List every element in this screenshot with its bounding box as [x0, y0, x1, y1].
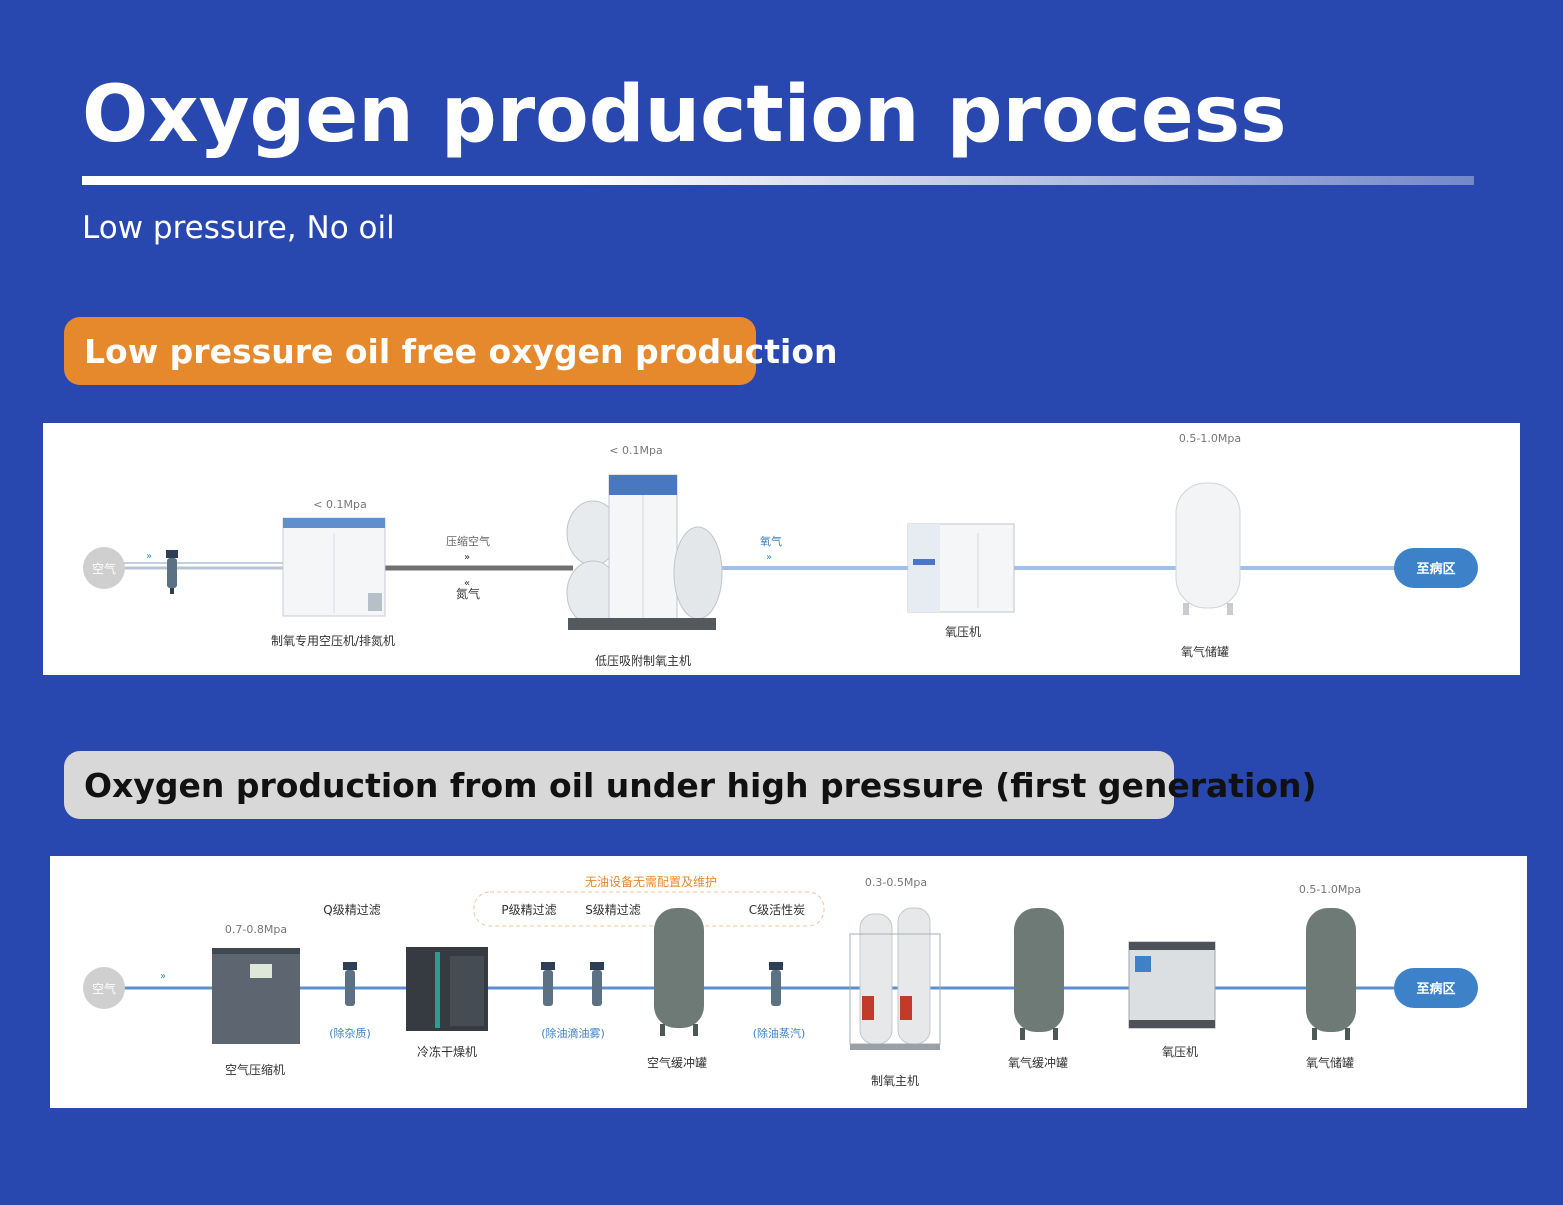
pressure-label: 0.5-1.0Mpa: [1179, 432, 1241, 445]
flow-diagram-1: 空气 » » « » < 0.1Mpa 制氧专用空压机/排氮机 压缩空气 氮气: [83, 432, 1478, 668]
flow-label-oxygen: 氧气: [760, 534, 782, 548]
page-subtitle: Low pressure, No oil: [82, 210, 395, 246]
pressure-label: 0.7-0.8Mpa: [225, 923, 287, 936]
dryer-icon: [406, 947, 488, 1031]
note-group: [473, 891, 825, 927]
oil-free-note: 无油设备无需配置及维护: [585, 875, 717, 889]
air-start-label: 空气: [92, 981, 116, 996]
title-underline: [82, 176, 1474, 185]
filter-label: C级活性炭: [749, 903, 805, 917]
arrow-icon: »: [464, 552, 470, 563]
equipment-label: 氧压机: [1162, 1045, 1198, 1059]
section-label-low-pressure: Low pressure oil free oxygen production: [64, 317, 838, 385]
equipment-label: 空气缓冲罐: [647, 1055, 707, 1070]
filter-icon: [166, 550, 178, 594]
filter-remark: (除杂质): [329, 1026, 371, 1040]
filter-icon: [769, 962, 783, 1006]
pressure-label: < 0.1Mpa: [313, 498, 366, 511]
equipment-label: 空气压缩机: [225, 1062, 285, 1077]
filter-icon: [343, 962, 357, 1006]
diagram-high-pressure: 空气 » 0.7-0.8Mpa 空气压缩机 Q级精过滤 (除杂质) 冷冻干燥机 …: [50, 856, 1527, 1108]
ward-end-label: 至病区: [1416, 561, 1455, 577]
oxygen-compressor-icon: [1128, 941, 1216, 1029]
oxygen-generator-icon: [849, 907, 941, 1050]
equipment-label: 制氧专用空压机/排氮机: [271, 633, 395, 648]
filter-label: P级精过滤: [501, 903, 556, 917]
equipment-label: 氧压机: [945, 625, 981, 639]
section-label-high-pressure: Oxygen production from oil under high pr…: [64, 751, 1317, 819]
oxygen-compressor-icon: [907, 523, 1015, 613]
pressure-label: 0.5-1.0Mpa: [1299, 883, 1361, 896]
oxygen-storage-tank-icon: [1306, 908, 1356, 1040]
page-title: Oxygen production process: [82, 70, 1287, 160]
ward-end-node: [1394, 968, 1478, 1008]
air-compressor-icon: [212, 948, 300, 1044]
flow-label-compressed-air: 压缩空气: [446, 534, 490, 548]
flow-diagram-2: 空气 » 0.7-0.8Mpa 空气压缩机 Q级精过滤 (除杂质) 冷冻干燥机 …: [83, 875, 1478, 1088]
pressure-label: < 0.1Mpa: [609, 444, 662, 457]
filter-label: Q级精过滤: [323, 903, 380, 917]
ward-end-label: 至病区: [1416, 981, 1455, 997]
arrow-icon: »: [146, 551, 152, 562]
ward-end-node: [1394, 548, 1478, 588]
air-start-label: 空气: [92, 561, 116, 576]
equipment-label: 制氧主机: [871, 1074, 919, 1088]
equipment-label: 氧气储罐: [1181, 644, 1229, 659]
pressure-label: 0.3-0.5Mpa: [865, 876, 927, 889]
equipment-label: 冷冻干燥机: [417, 1044, 477, 1059]
oxygen-buffer-tank-icon: [1014, 908, 1064, 1040]
equipment-label: 氧气储罐: [1306, 1055, 1354, 1070]
air-buffer-tank-icon: [654, 908, 704, 1036]
filter-icon: [541, 962, 555, 1006]
filter-remark: (除油蒸汽): [753, 1026, 806, 1040]
oxygen-generator-icon: [566, 474, 723, 630]
flow-label-nitrogen: 氮气: [456, 586, 480, 601]
equipment-label: 低压吸附制氧主机: [595, 654, 691, 668]
arrow-left-icon: «: [464, 578, 470, 589]
storage-tank-icon: [1175, 482, 1241, 615]
compressor-icon: [282, 517, 386, 617]
diagram-low-pressure: 空气 » » « » < 0.1Mpa 制氧专用空压机/排氮机 压缩空气 氮气: [43, 423, 1520, 675]
air-start-node: [83, 547, 125, 589]
filter-icon: [590, 962, 604, 1006]
equipment-label: 氧气缓冲罐: [1008, 1055, 1068, 1070]
air-start-node: [83, 967, 125, 1009]
arrow-icon: »: [766, 552, 772, 563]
filter-remark: (除油滴油雾): [541, 1026, 605, 1040]
filter-label: S级精过滤: [585, 903, 641, 917]
arrow-icon: »: [160, 971, 166, 982]
